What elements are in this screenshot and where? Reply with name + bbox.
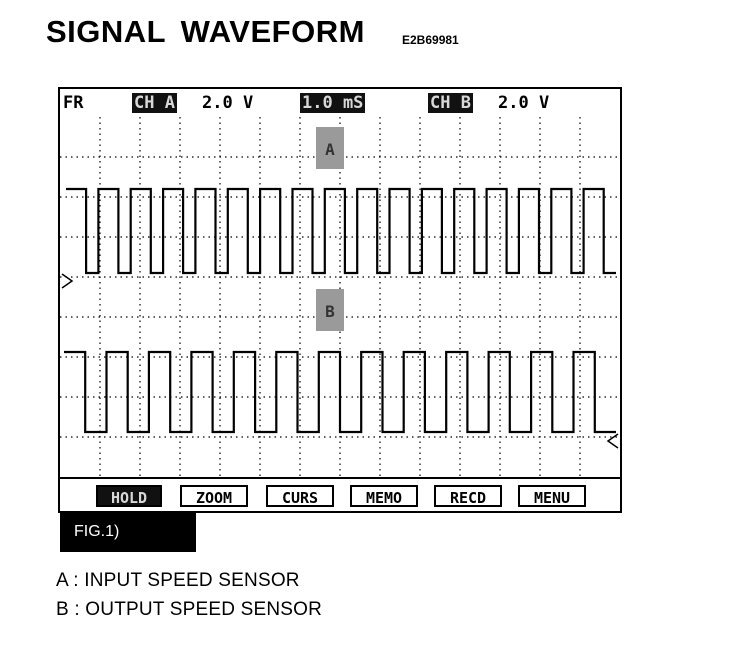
legend-a: A : INPUT SPEED SENSOR [56, 570, 300, 591]
trigger-marker-a-icon [61, 273, 74, 289]
curs-button[interactable]: CURS [266, 485, 334, 507]
waveform-a [66, 187, 616, 275]
hold-button[interactable]: HOLD [96, 485, 162, 507]
memo-button[interactable]: MEMO [350, 485, 418, 507]
scope-header: FR CH A 2.0 V 1.0 mS CH B 2.0 V [60, 89, 620, 117]
ch-a-volts: 2.0 V [202, 93, 254, 113]
marker-b: B [325, 302, 335, 321]
trigger-marker-b-icon [606, 433, 619, 449]
zoom-button[interactable]: ZOOM [180, 485, 248, 507]
marker-a: A [325, 140, 335, 159]
ch-b-label: CH B [428, 93, 473, 113]
waveform-b [64, 350, 616, 434]
ch-b-volts: 2.0 V [498, 93, 550, 113]
mode-label: FR [63, 93, 84, 113]
marker-b-box [316, 289, 344, 331]
oscilloscope-screen: FR CH A 2.0 V 1.0 mS CH B 2.0 V A B HOLD… [58, 87, 622, 513]
legend-b: B : OUTPUT SPEED SENSOR [56, 599, 323, 620]
waveform-plot: A B [60, 117, 620, 477]
figure-label: FIG.1) [60, 512, 196, 552]
figure-code: E2B69981 [402, 33, 459, 47]
softkey-bar: HOLD ZOOM CURS MEMO RECD MENU [60, 477, 620, 513]
timebase-readout: 1.0 mS [300, 93, 366, 113]
menu-button[interactable]: MENU [518, 485, 586, 507]
page-title: SIGNAL WAVEFORM [46, 14, 365, 49]
ch-a-label: CH A [132, 93, 177, 113]
recd-button[interactable]: RECD [434, 485, 502, 507]
marker-a-box [316, 127, 344, 169]
